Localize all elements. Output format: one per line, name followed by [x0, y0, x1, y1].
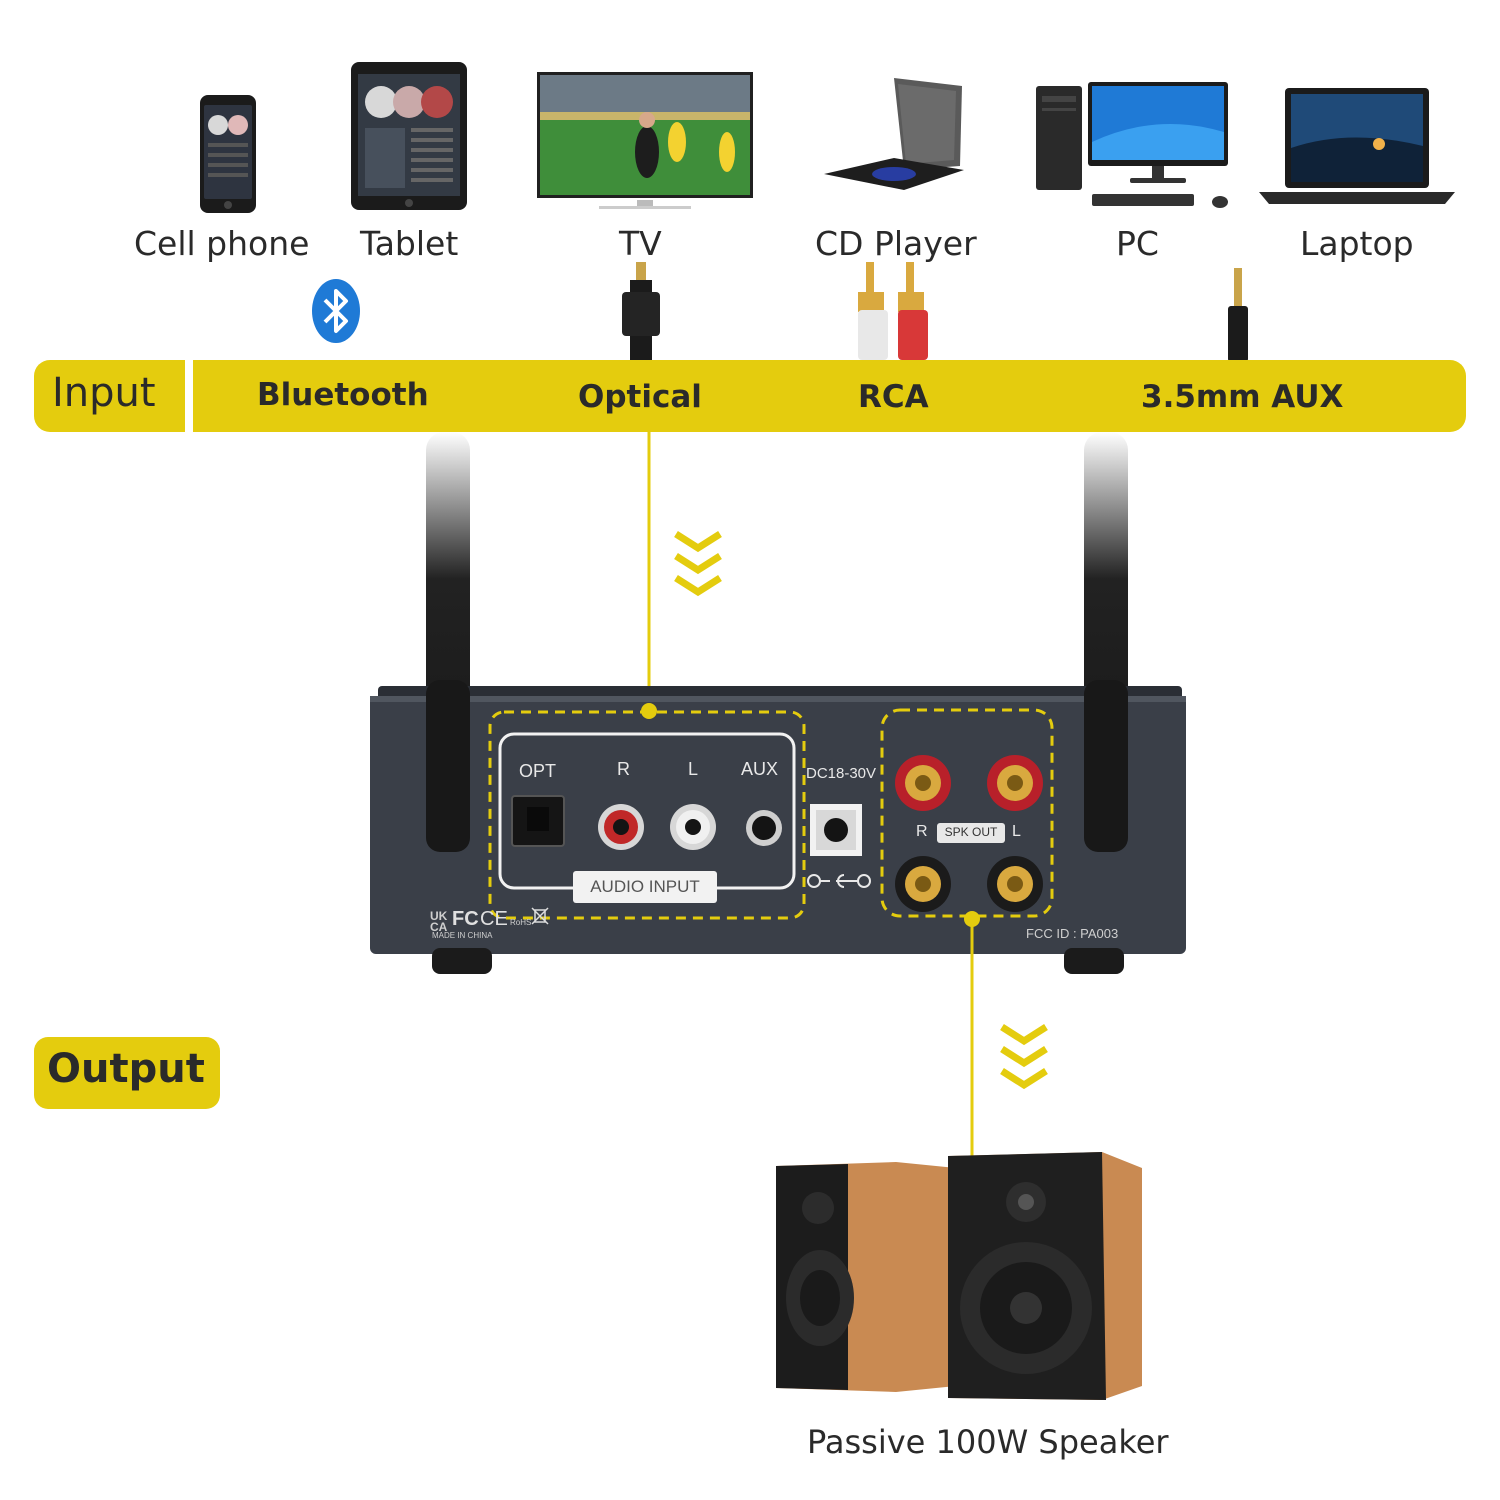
- speaker-terminal-l-negative[interactable]: [985, 854, 1045, 914]
- rca-port-l[interactable]: [668, 802, 718, 852]
- chevron-down-icon: [674, 531, 722, 597]
- output-title: Output: [47, 1046, 205, 1092]
- input-connection-dot: [641, 703, 657, 719]
- audio-input-tag: [573, 871, 717, 903]
- input-method-rca: RCA: [858, 379, 929, 415]
- pc-icon: [1036, 82, 1228, 208]
- optical-plug-icon: [622, 262, 660, 360]
- input-method-bluetooth: Bluetooth: [257, 377, 429, 413]
- source-label-pc: PC: [1116, 224, 1159, 263]
- output-badge: [34, 1037, 220, 1109]
- input-title: Input: [52, 370, 156, 416]
- label-opt: OPT: [519, 761, 557, 781]
- input-method-aux: 3.5mm AUX: [1141, 379, 1344, 415]
- label-l: L: [688, 759, 699, 779]
- aux-plug-icon: [1228, 268, 1248, 362]
- input-bar-divider: [185, 360, 193, 432]
- speaker-pair-icon: [776, 1152, 1142, 1400]
- spk-out-tag: [937, 823, 1005, 843]
- source-label-tv: TV: [619, 224, 662, 263]
- aux-port[interactable]: [744, 808, 784, 848]
- output-connection-line: [970, 917, 974, 1163]
- label-aux: AUX: [741, 759, 779, 779]
- power-label: DC18-30V: [806, 765, 877, 782]
- source-label-tablet: Tablet: [360, 224, 459, 263]
- fcc-id-label: FCC ID : PA003: [1026, 926, 1119, 941]
- input-method-optical: Optical: [578, 379, 702, 415]
- antenna-left-base: [426, 680, 470, 852]
- speaker-label: Passive 100W Speaker: [807, 1423, 1169, 1461]
- cell-phone-icon: [200, 95, 256, 213]
- speaker-terminal-r-positive[interactable]: [893, 753, 953, 813]
- power-jack[interactable]: [808, 802, 864, 858]
- source-label-laptop: Laptop: [1300, 224, 1414, 263]
- source-label-cell-phone: Cell phone: [134, 224, 310, 263]
- input-connection-line: [647, 432, 651, 710]
- made-in-label: MADE IN CHINA: [432, 931, 493, 940]
- cert-ukca: UK CA: [430, 909, 448, 934]
- antenna-right-base: [1084, 680, 1128, 852]
- speaker-terminal-l-positive[interactable]: [985, 753, 1045, 813]
- optical-port[interactable]: [511, 795, 567, 851]
- rca-plug-icon: [858, 262, 928, 360]
- rca-port-r[interactable]: [596, 802, 646, 852]
- cert-rohs: RoHS: [510, 918, 532, 927]
- bluetooth-icon: [312, 279, 360, 343]
- label-r: R: [617, 759, 630, 779]
- audio-input-label: AUDIO INPUT: [590, 877, 700, 896]
- source-label-cd-player: CD Player: [815, 224, 977, 263]
- laptop-icon: [1259, 88, 1455, 204]
- tv-icon: [537, 72, 753, 209]
- cert-fcc: FC: [452, 908, 479, 930]
- polarity-symbol: [807, 874, 871, 888]
- spk-label-l: L: [1012, 823, 1021, 840]
- input-bar: [34, 360, 1466, 432]
- spk-label-r: R: [916, 823, 928, 840]
- cd-player-icon: [824, 78, 964, 190]
- speaker-terminal-r-negative[interactable]: [893, 854, 953, 914]
- weee-bin-icon: [531, 907, 549, 925]
- spk-out-label: SPK OUT: [944, 825, 998, 839]
- cert-ce: CE: [480, 908, 508, 930]
- tablet-icon: [351, 62, 467, 210]
- chevron-down-icon: [1000, 1024, 1048, 1090]
